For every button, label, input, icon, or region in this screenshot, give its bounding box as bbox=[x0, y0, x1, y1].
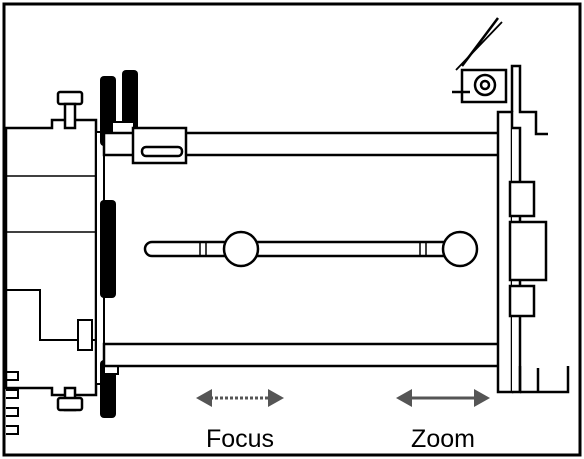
top-slider-clamp bbox=[131, 126, 188, 165]
top-knob-screw bbox=[56, 90, 84, 130]
guide-slot bbox=[143, 240, 462, 258]
focus-label: Focus bbox=[206, 425, 274, 453]
lever-pivot bbox=[452, 17, 508, 104]
zoom-label: Zoom bbox=[411, 425, 475, 453]
zoom-arrow-icon bbox=[396, 389, 490, 407]
focus-ring-knurl bbox=[100, 200, 116, 298]
bottom-knob-screw bbox=[56, 386, 84, 412]
bottom-rail bbox=[102, 342, 502, 368]
lens-body bbox=[4, 118, 105, 397]
zoom-pin bbox=[441, 230, 479, 268]
mounting-plate bbox=[496, 64, 570, 394]
focus-pin bbox=[222, 230, 260, 268]
focus-arrow-icon bbox=[196, 389, 284, 407]
housing-slots bbox=[6, 371, 19, 435]
